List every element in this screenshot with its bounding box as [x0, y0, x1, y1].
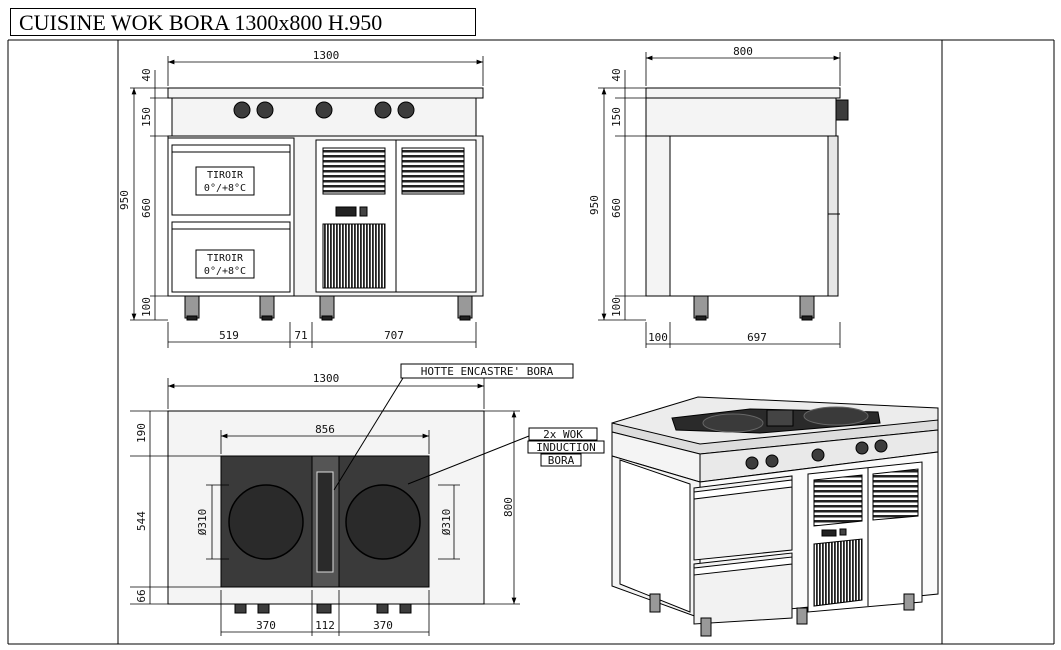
side-segment-100: 100	[648, 331, 668, 344]
drawer-1-label-line1: TIROIR	[207, 170, 244, 181]
top-diameter-right: Ø310	[440, 509, 453, 536]
front-height-40: 40	[140, 68, 153, 81]
side-height-150: 150	[610, 107, 623, 127]
sheet-border	[7, 39, 1055, 645]
drawer-1-label-line2: 0°/+8°C	[204, 183, 246, 194]
drawer-2-label-line2: 0°/+8°C	[204, 266, 246, 277]
side-height-100: 100	[610, 297, 623, 317]
top-bottom-370-left: 370	[256, 619, 276, 632]
front-total-height: 950	[118, 190, 131, 210]
wok-callout-line2: INDUCTION	[536, 441, 596, 454]
top-height-544: 544	[135, 511, 148, 531]
front-height-150: 150	[140, 107, 153, 127]
side-height-660: 660	[610, 198, 623, 218]
top-height-190: 190	[135, 423, 148, 443]
side-total-height: 950	[588, 195, 601, 215]
front-height-100: 100	[140, 297, 153, 317]
isometric-view	[611, 396, 939, 637]
side-height-40: 40	[610, 68, 623, 81]
wok-callout-line1: 2x WOK	[543, 428, 583, 441]
top-bottom-370-right: 370	[373, 619, 393, 632]
side-width-dimension: 800	[733, 45, 753, 58]
top-height-66: 66	[135, 589, 148, 602]
top-view: 1300 856 190 544 66 800 Ø310 Ø310 370 11…	[130, 372, 520, 636]
side-view: 800 40 150 660 100 950 100 697	[588, 45, 849, 348]
front-width-dimension: 1300	[313, 49, 340, 62]
front-knobs	[233, 101, 415, 119]
wok-callout-line3: BORA	[548, 454, 575, 467]
hood-callout: HOTTE ENCASTRE' BORA	[421, 365, 554, 378]
top-diameter-left: Ø310	[196, 509, 209, 536]
callouts: HOTTE ENCASTRE' BORA 2x WOK INDUCTION BO…	[333, 363, 605, 491]
front-view: TIROIR 0°/+8°C TIROIR 0°/+8°C	[118, 49, 484, 348]
front-segment-71: 71	[294, 329, 307, 342]
top-inner-width-dimension: 856	[315, 423, 335, 436]
drawing-title: CUISINE WOK BORA 1300x800 H.950	[10, 8, 476, 36]
top-bottom-112: 112	[315, 619, 335, 632]
top-depth-dimension: 800	[502, 497, 515, 517]
side-segment-697: 697	[747, 331, 767, 344]
drawer-2-label-line1: TIROIR	[207, 253, 244, 264]
front-segment-519: 519	[219, 329, 239, 342]
front-height-660: 660	[140, 198, 153, 218]
top-width-dimension: 1300	[313, 372, 340, 385]
front-segment-707: 707	[384, 329, 404, 342]
